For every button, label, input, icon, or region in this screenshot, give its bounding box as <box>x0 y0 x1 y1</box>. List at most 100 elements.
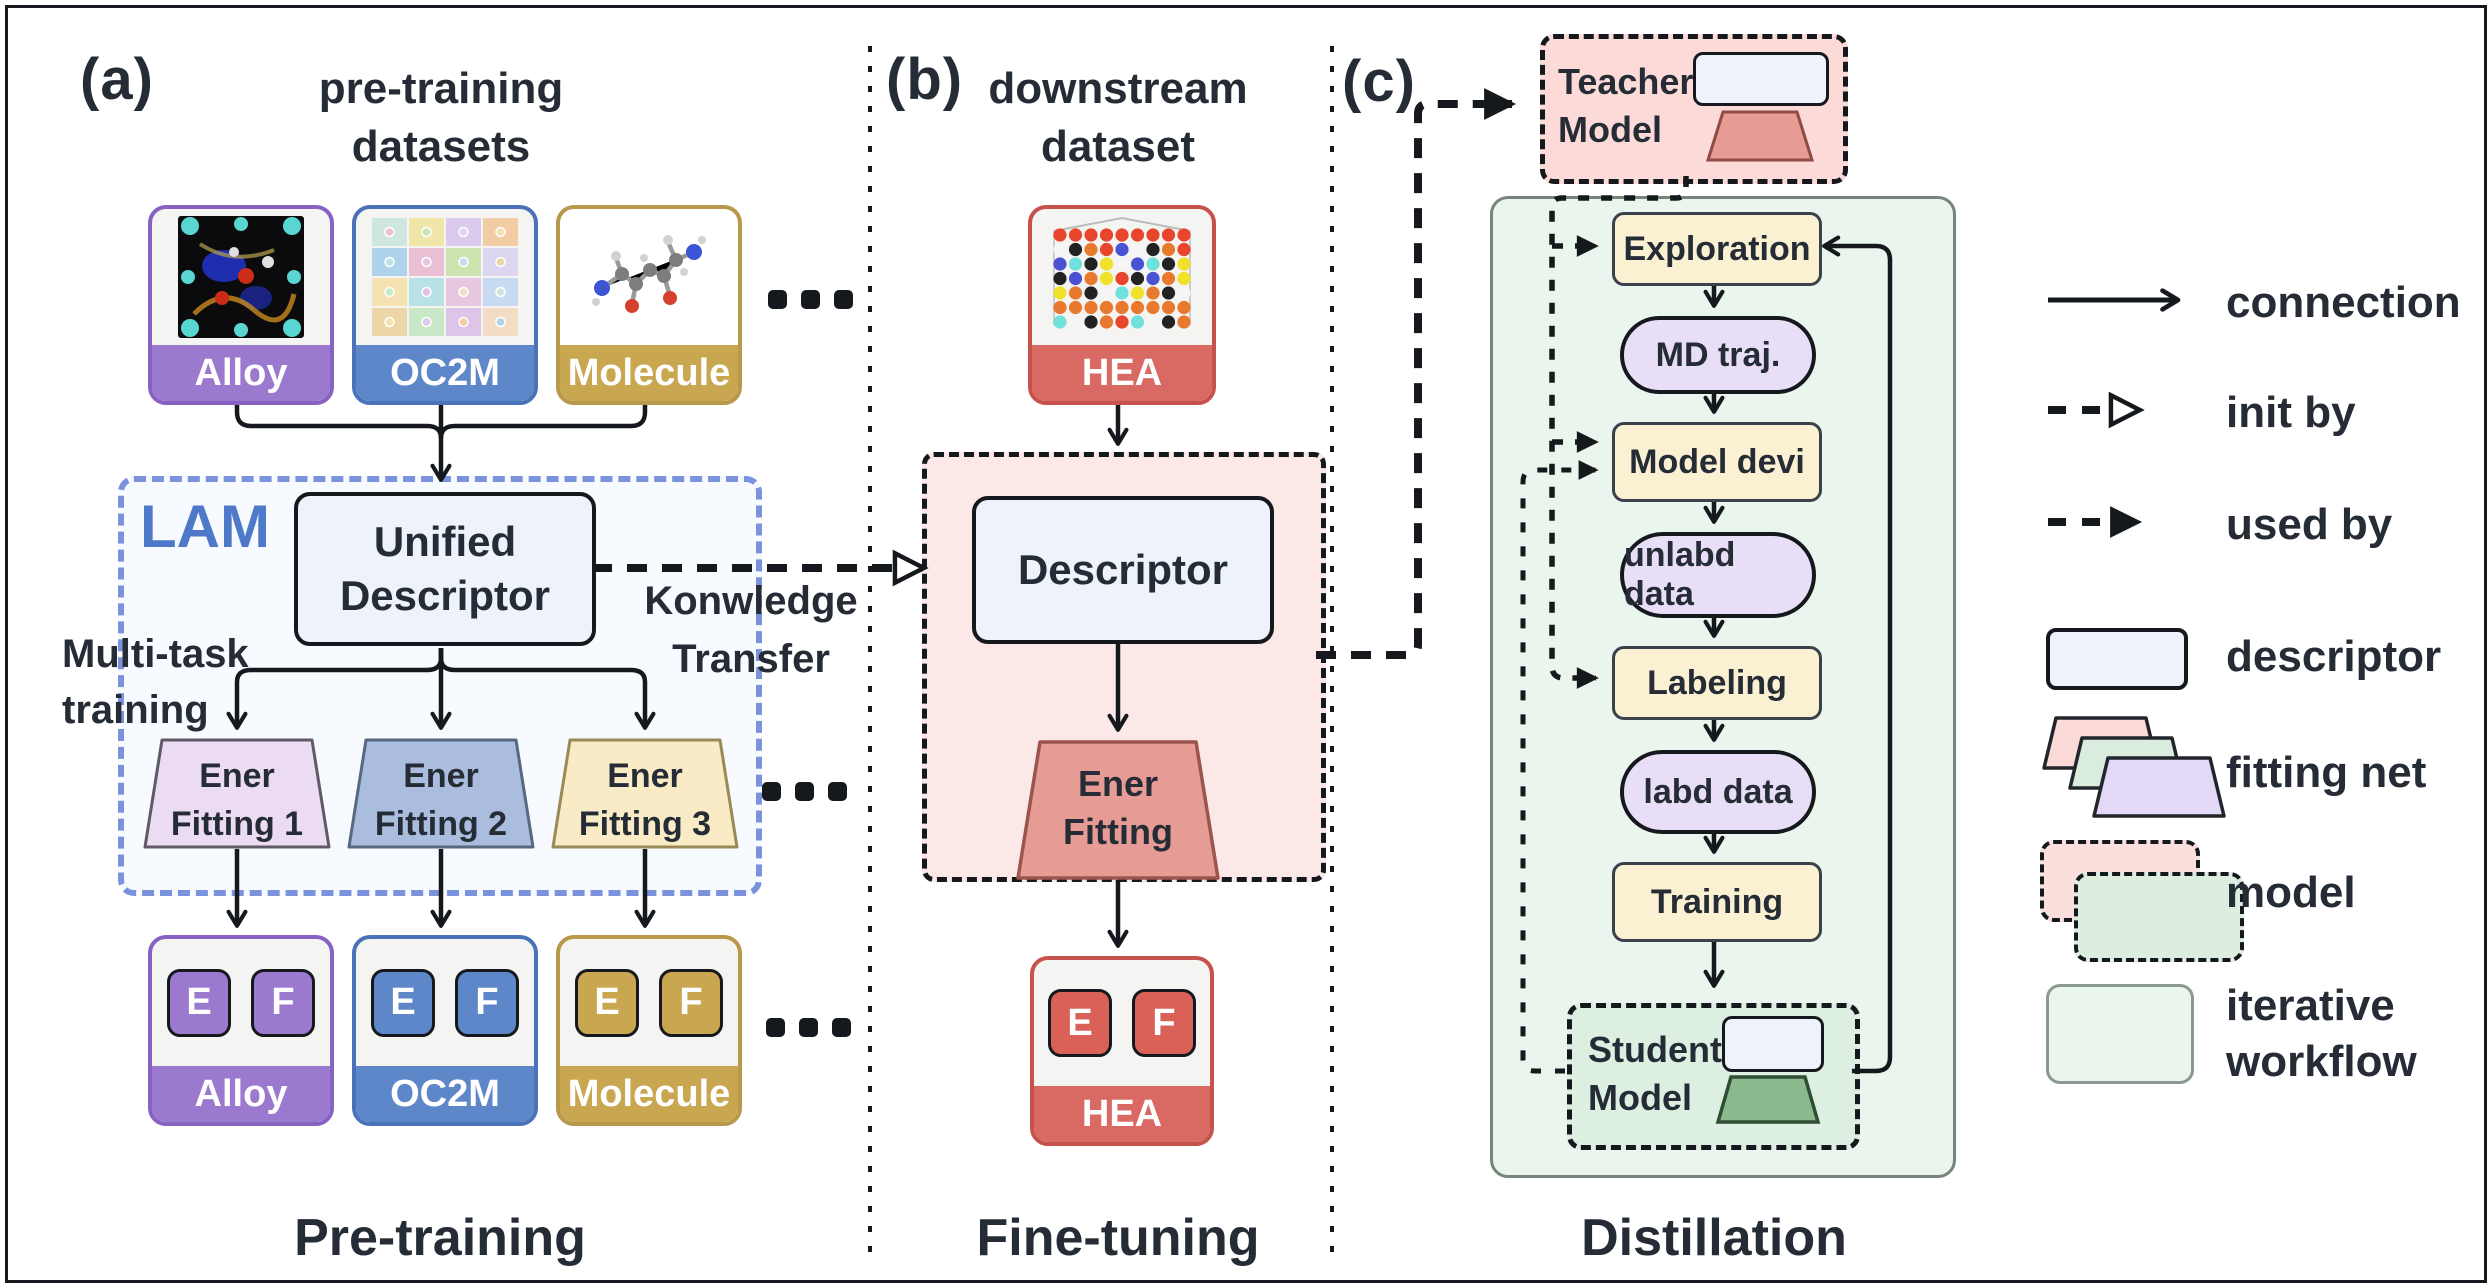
teacher-model-label: Teacher Model <box>1558 58 1693 154</box>
ener-fitting-1-line1: Ener <box>199 757 275 795</box>
arrows-fittings-to-outputs <box>226 849 656 928</box>
output-chips: E F <box>152 939 330 1066</box>
force-chip: F <box>659 968 723 1037</box>
hea-thumbnail <box>1032 209 1212 345</box>
multi-task-line2: training <box>62 688 209 732</box>
ener-fitting-2-label: Ener Fitting 2 <box>351 752 531 848</box>
workflow-step-labeling: Labeling <box>1612 646 1822 720</box>
ener-fitting-b-line2: Fitting <box>1063 811 1173 852</box>
fitting-net-trapezoids <box>143 738 739 849</box>
legend-fitting-net-label: fitting net <box>2226 748 2427 797</box>
ener-fitting-1-line2: Fitting 1 <box>170 805 304 843</box>
output-chips: E F <box>560 939 738 1066</box>
output-card-oc2m: E F OC2M <box>352 935 538 1126</box>
force-chip: F <box>455 968 519 1037</box>
ener-fitting-3-line1: Ener <box>607 757 683 795</box>
dataset-card-alloy: Alloy <box>148 205 334 405</box>
panel-b-title: downstream dataset <box>948 60 1288 176</box>
unified-descriptor-line2: Descriptor <box>339 572 551 619</box>
legend-iterative-workflow-label: iterative workflow <box>2226 978 2417 1090</box>
dataset-card-label: HEA <box>1032 345 1212 401</box>
arrows-descriptor-to-fittings <box>226 648 656 730</box>
panel-b-title-line1: downstream <box>988 64 1248 113</box>
output-chips: E F <box>356 939 534 1066</box>
unified-descriptor-node: Unified Descriptor <box>294 492 596 646</box>
iteration-loop-connector <box>1822 235 1893 1074</box>
arrows-datasets-to-descriptor <box>234 399 648 482</box>
panel-c-label: (c) <box>1342 49 1416 114</box>
knowledge-transfer-line1: Konwledge <box>644 579 858 623</box>
student-descriptor-icon <box>1722 1016 1824 1072</box>
workflow-step-exploration: Exploration <box>1612 212 1822 286</box>
workflow-step-model-devi: Model devi <box>1612 422 1822 502</box>
ellipsis-outputs <box>766 1018 851 1037</box>
dataset-card-hea: HEA <box>1028 205 1216 405</box>
ener-fitting-2-line1: Ener <box>403 757 479 795</box>
output-card-label: HEA <box>1034 1086 1210 1142</box>
knowledge-transfer-line2: Transfer <box>672 637 830 681</box>
panel-c-footer: Distillation <box>1581 1209 1847 1267</box>
multi-task-line1: Multi-task <box>62 632 249 676</box>
panel-b-label: (b) <box>886 47 964 112</box>
workflow-step-unlabd-data: unlabd data <box>1620 532 1816 618</box>
teacher-label-line2: Model <box>1558 109 1662 150</box>
ener-fitting-b-shape <box>1016 740 1220 880</box>
legend-fitting-net-icon <box>2042 716 2226 818</box>
legend-init-by-label: init by <box>2226 388 2356 437</box>
ener-fitting-2-shape <box>347 738 535 849</box>
student-used-by-connector <box>1520 460 1599 1074</box>
teacher-label-line1: Teacher <box>1558 61 1694 102</box>
student-label-line1: Student <box>1588 1029 1722 1070</box>
ener-fitting-2-line2: Fitting 2 <box>374 805 508 843</box>
force-chip: F <box>1132 989 1196 1057</box>
energy-chip: E <box>371 968 435 1037</box>
ener-fitting-3-line2: Fitting 3 <box>578 805 712 843</box>
panel-a-title-line2: datasets <box>351 122 531 171</box>
energy-chip: E <box>575 968 639 1037</box>
dataset-card-label: OC2M <box>356 345 534 401</box>
legend-descriptor-icon <box>2046 628 2188 690</box>
panel-b-title-line2: dataset <box>1040 122 1196 171</box>
workflow-step-labd-data: labd data <box>1620 750 1816 834</box>
output-card-alloy: E F Alloy <box>148 935 334 1126</box>
legend-used-by-label: used by <box>2226 500 2393 549</box>
energy-chip: E <box>167 968 231 1037</box>
panel-a-label: (a) <box>80 47 154 112</box>
legend-descriptor-label: descriptor <box>2226 632 2442 681</box>
molecule-thumbnail <box>560 209 738 345</box>
descriptor-label: Descriptor <box>1017 546 1229 593</box>
output-chips: E F <box>1034 960 1210 1086</box>
arrow-finetuned-used-by-teacher <box>1316 88 1517 659</box>
student-label-line2: Model <box>1588 1077 1692 1118</box>
ener-fitting-b-label: Ener Fitting <box>1018 760 1218 856</box>
oc2m-thumbnail <box>356 209 534 345</box>
ener-fitting-1-shape <box>143 738 331 849</box>
dataset-card-oc2m: OC2M <box>352 205 538 405</box>
ener-fitting-1-label: Ener Fitting 1 <box>147 752 327 848</box>
teacher-descriptor-icon <box>1693 52 1829 106</box>
output-card-molecule: E F Molecule <box>556 935 742 1126</box>
dataset-card-molecule: Molecule <box>556 205 742 405</box>
output-card-label: Alloy <box>152 1066 330 1122</box>
teacher-fitting-net-icon <box>1705 110 1815 162</box>
ellipsis-fittings <box>762 782 847 801</box>
legend-iterative-line1: iterative <box>2226 981 2395 1030</box>
descriptor-node: Descriptor <box>972 496 1274 644</box>
knowledge-transfer-label: Konwledge Transfer <box>636 572 866 688</box>
panel-a-footer: Pre-training <box>294 1209 586 1267</box>
force-chip: F <box>251 968 315 1037</box>
panel-a-title-line1: pre-training <box>318 64 564 113</box>
lam-label: LAM <box>140 493 270 560</box>
ener-fitting-b-line1: Ener <box>1077 763 1159 804</box>
legend-model-label: model <box>2226 868 2356 917</box>
output-card-label: Molecule <box>560 1066 738 1122</box>
output-card-hea: E F HEA <box>1030 956 1214 1146</box>
workflow-step-training: Training <box>1612 862 1822 942</box>
unified-descriptor-line1: Unified <box>373 518 517 565</box>
oc2m-tiles <box>372 218 518 336</box>
legend-connection-label: connection <box>2226 278 2461 327</box>
legend-iterative-line2: workflow <box>2226 1037 2417 1086</box>
panel-a-title: pre-training datasets <box>246 60 636 176</box>
dataset-card-label: Alloy <box>152 345 330 401</box>
